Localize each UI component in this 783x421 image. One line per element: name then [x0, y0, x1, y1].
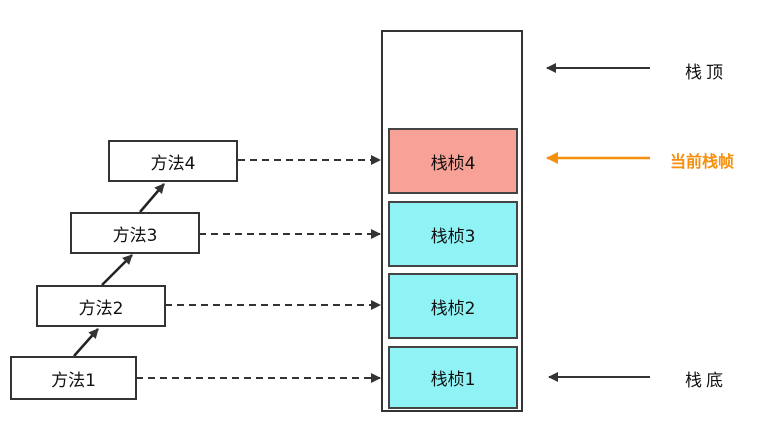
- method-box-4: 方法4: [108, 140, 238, 182]
- stack-frame-1: 栈桢1: [388, 346, 518, 409]
- method-label-3: 方法3: [112, 225, 158, 246]
- method-label-1: 方法1: [51, 370, 96, 391]
- stack-frame-3: 栈桢3: [388, 201, 518, 267]
- call-arrow-method3-to-method4: [139, 183, 165, 213]
- call-arrow-method1-to-method2: [73, 328, 99, 357]
- frame-label-3: 栈桢3: [430, 226, 476, 247]
- method-box-2: 方法2: [36, 285, 166, 327]
- method-box-1: 方法1: [10, 356, 137, 400]
- method-box-3: 方法3: [70, 212, 200, 254]
- frame-label-4: 栈桢4: [430, 153, 476, 174]
- stack-frame-2: 栈桢2: [388, 273, 518, 339]
- current-frame-label: 当前栈帧: [670, 152, 735, 171]
- stack-bottom-label: 栈底: [685, 371, 727, 391]
- method-label-2: 方法2: [78, 298, 124, 319]
- stack-top-label: 栈顶: [685, 63, 727, 83]
- frame-label-2: 栈桢2: [430, 298, 476, 319]
- stack-frame-4: 栈桢4: [388, 128, 518, 194]
- method-label-4: 方法4: [150, 153, 196, 174]
- call-arrow-method2-to-method3: [101, 254, 133, 286]
- frame-label-1: 栈桢1: [430, 370, 476, 390]
